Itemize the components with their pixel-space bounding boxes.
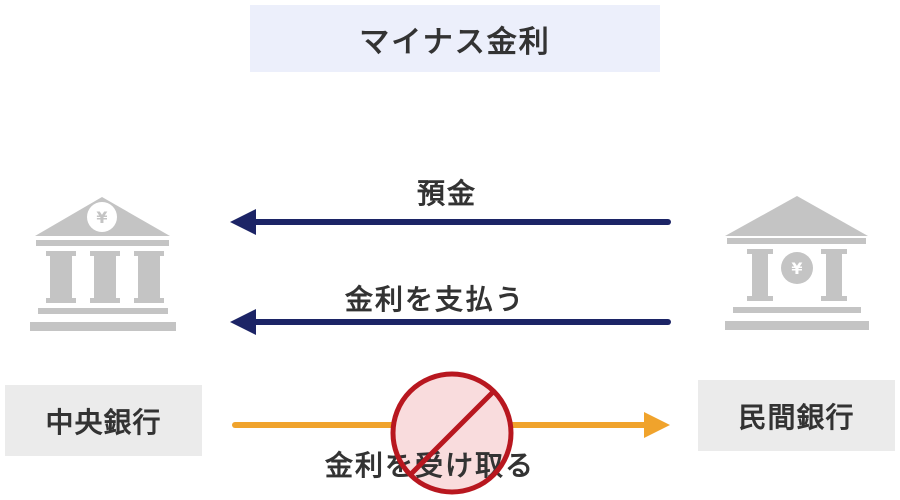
private-bank-beam	[727, 238, 866, 244]
central-bank-step-lower	[30, 322, 176, 331]
central-bank-icon: ¥	[30, 197, 176, 331]
private-bank-step-lower	[725, 321, 869, 330]
prohibited-icon	[390, 371, 514, 495]
central-bank-step-upper	[38, 308, 168, 314]
title-box: マイナス金利	[250, 5, 660, 72]
central-bank-yen-symbol: ¥	[96, 208, 107, 227]
diagram-title: マイナス金利	[359, 24, 551, 60]
private-bank-step-upper	[733, 307, 861, 313]
private-bank-yen-symbol: ¥	[791, 259, 802, 278]
private-bank-pillars	[747, 249, 847, 301]
deposit-label: 預金	[417, 177, 478, 210]
private-bank-label: 民間銀行	[698, 380, 895, 451]
pay-interest-arrow	[230, 309, 671, 335]
private-bank-roof	[725, 196, 868, 236]
yen-coin-icon	[87, 202, 117, 232]
pay-interest-label: 金利を支払う	[345, 283, 526, 316]
central-bank-pillars	[46, 251, 164, 303]
private-bank-icon: ¥	[725, 196, 869, 330]
central-bank-beam	[36, 240, 169, 246]
deposit-arrow	[230, 209, 671, 235]
yen-coin-icon	[781, 252, 813, 284]
central-bank-label: 中央銀行	[5, 385, 202, 456]
